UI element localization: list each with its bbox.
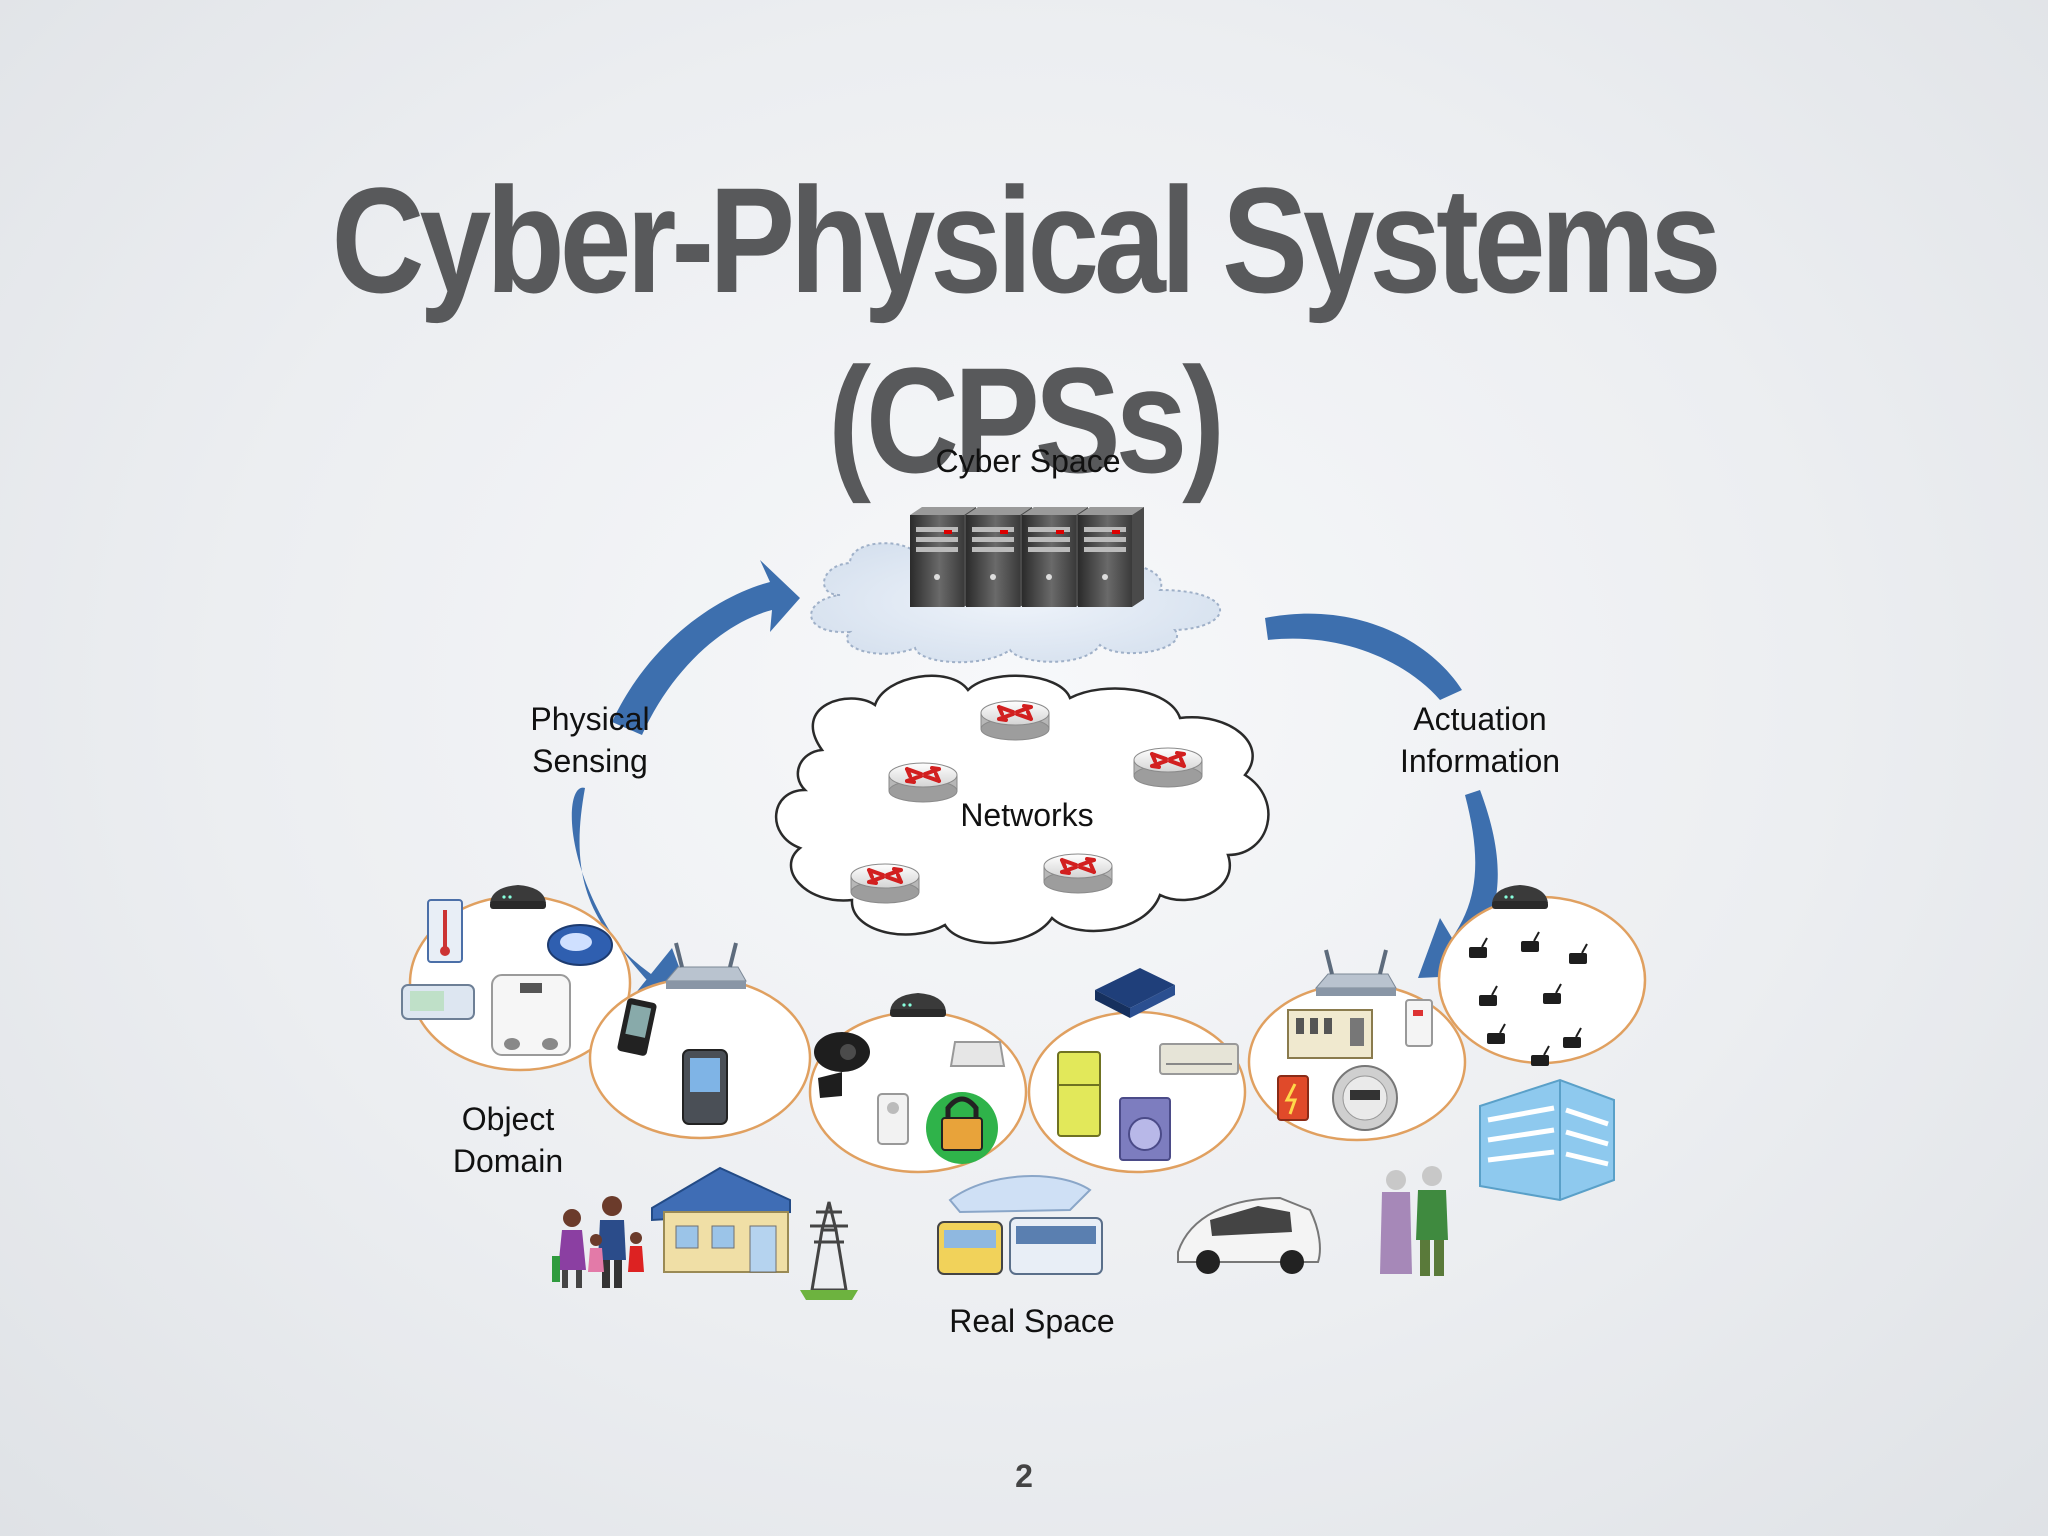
networks-label: Networks [960,797,1093,833]
motion-sensor-icon [877,1093,909,1145]
smoke-detector-icon [949,1041,1006,1067]
slide-title: Cyber-Physical Systems (CPSs) [331,156,1721,504]
air-conditioner-icon [1159,1043,1239,1075]
elderly-couple-icon [1380,1166,1448,1276]
pda-icon [682,1049,728,1125]
webcam-icon [814,1032,870,1098]
real-space-label: Real Space [949,1303,1114,1339]
electric-panel-icon [1287,1009,1373,1059]
electric-car-icon [1177,1196,1321,1274]
object-domain-label-line2: Domain [453,1143,563,1179]
wifi-access-point-icon [664,941,1398,998]
page-number: 2 [1015,1458,1033,1494]
office-building-icon [1479,1078,1615,1202]
physical-sensing-label-line2: Sensing [532,743,648,779]
smart-meter-icon [1332,1065,1398,1131]
mobile-phone-icon [617,998,657,1056]
glucose-meter-icon [547,924,613,966]
power-tower-icon [800,1201,858,1300]
refrigerator-icon [1057,1051,1101,1137]
solar-house-icon [651,1166,791,1273]
battery-icon [1277,1075,1309,1121]
actuation-label-line1: Actuation [1413,701,1546,737]
body-scale-icon [491,974,571,1056]
blood-pressure-monitor-icon [401,984,475,1020]
actuation-arrow [1265,613,1498,978]
broadband-modem-icon [1095,968,1175,1018]
thermometer-icon [427,899,463,963]
lock-icon [926,1092,998,1164]
cyber-space-label: Cyber Space [936,443,1121,479]
family-icon [552,1196,644,1288]
object-domain-label-line1: Object [462,1101,555,1137]
washing-machine-icon [1119,1097,1171,1161]
transportation-icon [937,1175,1103,1275]
server-rack-icon [910,507,1144,607]
physical-sensing-label-line1: Physical [530,701,649,737]
actuation-label-line2: Information [1400,743,1560,779]
water-heater-icon [1405,999,1433,1047]
